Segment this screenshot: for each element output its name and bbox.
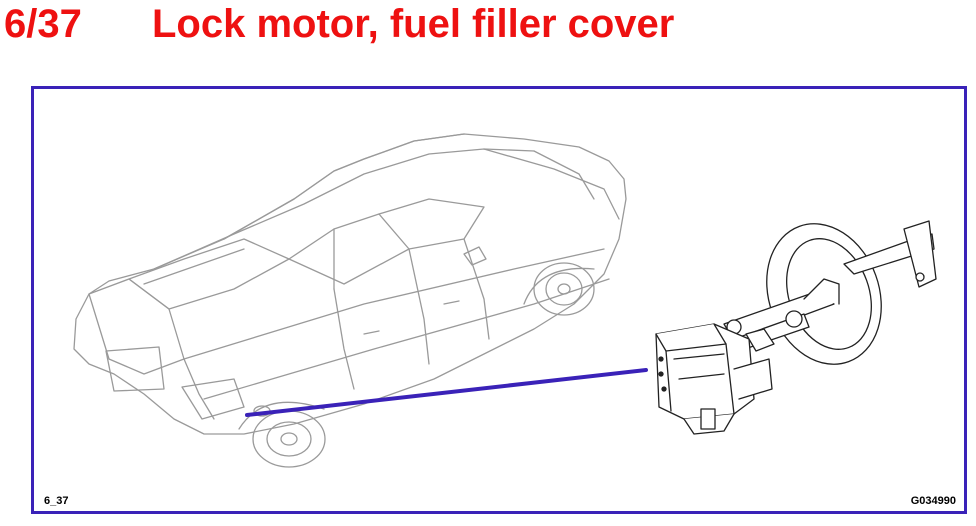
figure-code: G034990 — [910, 495, 956, 507]
page-title: Lock motor, fuel filler cover — [152, 2, 675, 46]
page-header: 6/37 Lock motor, fuel filler cover — [0, 0, 976, 60]
car-outline — [73, 133, 627, 468]
figure-frame: 6_37 G034990 — [31, 86, 967, 514]
figure-number: 6_37 — [44, 495, 69, 507]
lock-motor-part — [655, 220, 937, 435]
section-number: 6/37 — [4, 2, 82, 46]
vehicle-diagram — [73, 133, 937, 468]
callout-line — [245, 368, 648, 417]
